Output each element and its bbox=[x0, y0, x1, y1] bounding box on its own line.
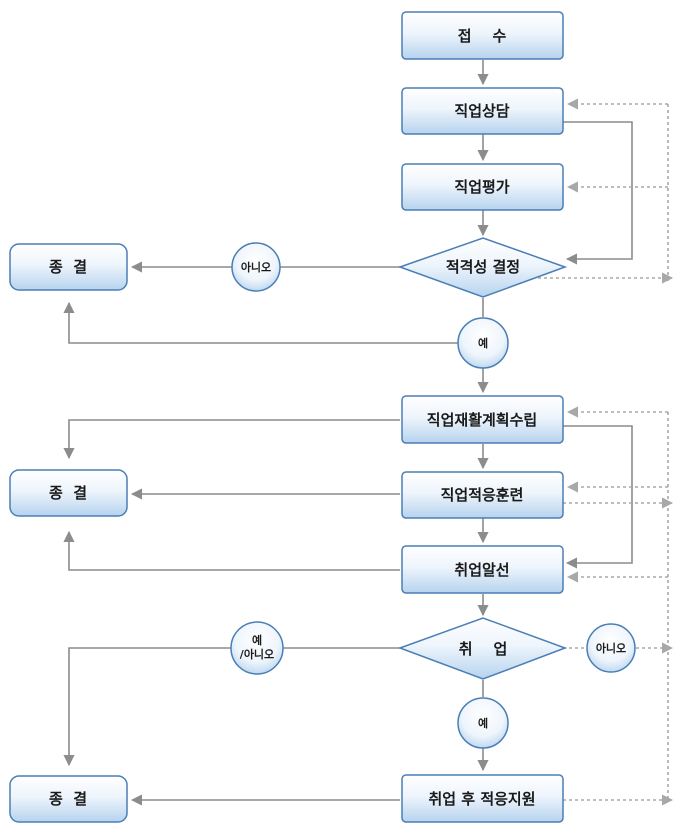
solid-connectors bbox=[63, 60, 633, 806]
box-placement: 취업알선 bbox=[401, 545, 564, 594]
arrow-plan-to-placement bbox=[563, 425, 633, 569]
box-rehab-plan-label: 직업재활계획수립 bbox=[427, 411, 537, 429]
circle-no-eligibility: 아니오 bbox=[231, 242, 281, 292]
box-end-2-label: 종 결 bbox=[49, 484, 87, 502]
box-post-support-label: 취업 후 적응지원 bbox=[428, 790, 535, 808]
diamond-eligibility: 적격성 결정 bbox=[397, 237, 568, 298]
box-adaptation-training: 직업적응훈련 bbox=[401, 471, 564, 519]
circle-no-eligibility-label: 아니오 bbox=[241, 260, 271, 274]
circle-yes-employment-label: 예 bbox=[478, 716, 488, 730]
box-end-2: 종 결 bbox=[9, 469, 128, 517]
diamond-employment-label: 취 업 bbox=[459, 640, 508, 658]
box-post-support: 취업 후 적응지원 bbox=[401, 774, 564, 823]
circle-yes-eligibility-label: 예 bbox=[478, 336, 488, 350]
circle-no-employment-label: 아니오 bbox=[596, 641, 626, 655]
diamond-employment: 취 업 bbox=[397, 617, 568, 680]
box-reception-label: 접 수 bbox=[458, 27, 507, 45]
circle-yes-or-no-line1: 예 bbox=[252, 633, 262, 647]
box-end-1: 종 결 bbox=[9, 243, 128, 291]
circle-yes-eligibility: 예 bbox=[457, 317, 509, 369]
box-evaluation: 직업평가 bbox=[401, 163, 564, 211]
arrow-counseling-to-eligibility bbox=[563, 121, 633, 265]
box-adaptation-training-label: 직업적응훈련 bbox=[441, 486, 524, 504]
box-counseling: 직업상담 bbox=[401, 87, 564, 135]
box-end-3: 종 결 bbox=[9, 775, 128, 823]
arrow-yes-back-to-end1 bbox=[63, 301, 458, 344]
circle-yes-or-no-line2: /아니오 bbox=[240, 647, 274, 661]
box-evaluation-label: 직업평가 bbox=[454, 178, 509, 196]
circle-yes-or-no: 예 /아니오 bbox=[230, 621, 284, 675]
circle-yes-employment: 예 bbox=[457, 697, 509, 749]
box-placement-label: 취업알선 bbox=[454, 561, 509, 579]
circle-no-employment: 아니오 bbox=[586, 623, 636, 673]
box-rehab-plan: 직업재활계획수립 bbox=[401, 395, 564, 444]
box-end-3-label: 종 결 bbox=[49, 790, 87, 808]
box-counseling-label: 직업상담 bbox=[454, 102, 509, 120]
box-reception: 접 수 bbox=[401, 11, 564, 60]
diamond-eligibility-label: 적격성 결정 bbox=[446, 258, 520, 276]
arrow-plan-to-end2 bbox=[63, 419, 400, 460]
box-end-1-label: 종 결 bbox=[49, 258, 87, 276]
dashed-connectors bbox=[538, 98, 674, 806]
arrow-placement-to-end2 bbox=[63, 530, 400, 571]
arrow-yesno-to-end3 bbox=[63, 647, 231, 767]
